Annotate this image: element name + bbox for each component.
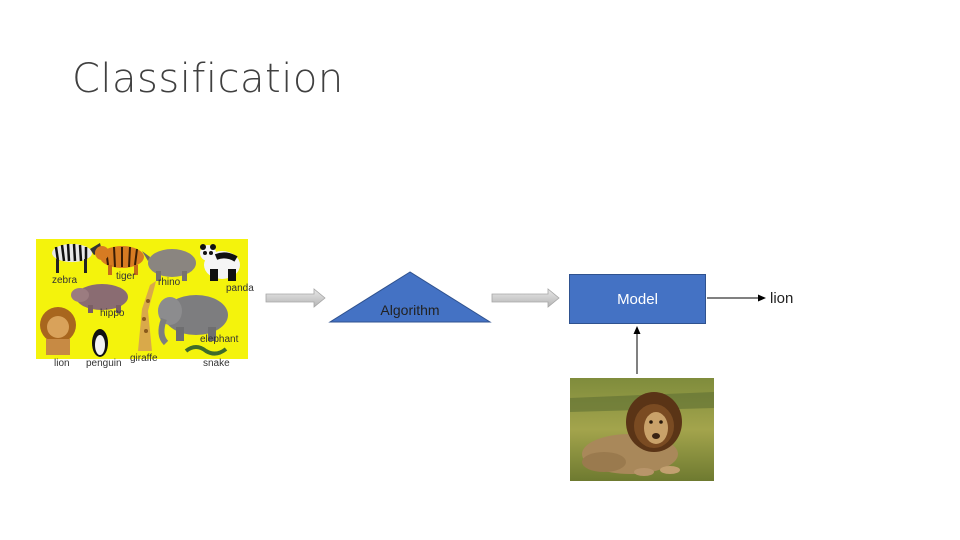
panda-icon <box>200 244 240 281</box>
label-hippo: hippo <box>100 308 125 319</box>
penguin-icon <box>92 329 108 357</box>
slide-title: Classification <box>72 56 344 102</box>
label-elephant: elephant <box>200 334 239 345</box>
model-label: Model <box>617 290 658 308</box>
label-panda: panda <box>226 283 254 294</box>
label-lion: lion <box>54 358 70 369</box>
input-lion-photo <box>570 378 714 481</box>
tiger-icon <box>95 246 144 275</box>
zebra-icon <box>52 243 102 273</box>
block-arrow-collage-to-algorithm <box>265 288 326 308</box>
giraffe-icon <box>138 281 156 351</box>
elephant-icon <box>158 295 228 346</box>
label-tiger: tiger <box>116 271 136 282</box>
lion-icon <box>40 307 76 355</box>
label-snake: snake <box>203 358 230 369</box>
algorithm-triangle <box>328 271 492 323</box>
output-prediction-label: lion <box>770 290 794 307</box>
algorithm-label: Algorithm <box>380 302 440 318</box>
hippo-icon <box>71 284 128 313</box>
model-box: Model <box>569 274 706 324</box>
label-penguin: penguin <box>86 358 122 369</box>
label-giraffe: giraffe <box>130 353 158 364</box>
training-animal-collage: zebra tiger rhino panda hippo elephant <box>36 239 254 359</box>
label-rhino: rhino <box>158 277 181 288</box>
lion-photo-icon <box>570 378 714 481</box>
rhino-icon <box>142 249 196 281</box>
animal-collage-illustration <box>40 243 240 357</box>
label-zebra: zebra <box>52 275 78 286</box>
snake-icon <box>184 345 228 356</box>
block-arrow-algorithm-to-model <box>491 288 560 308</box>
